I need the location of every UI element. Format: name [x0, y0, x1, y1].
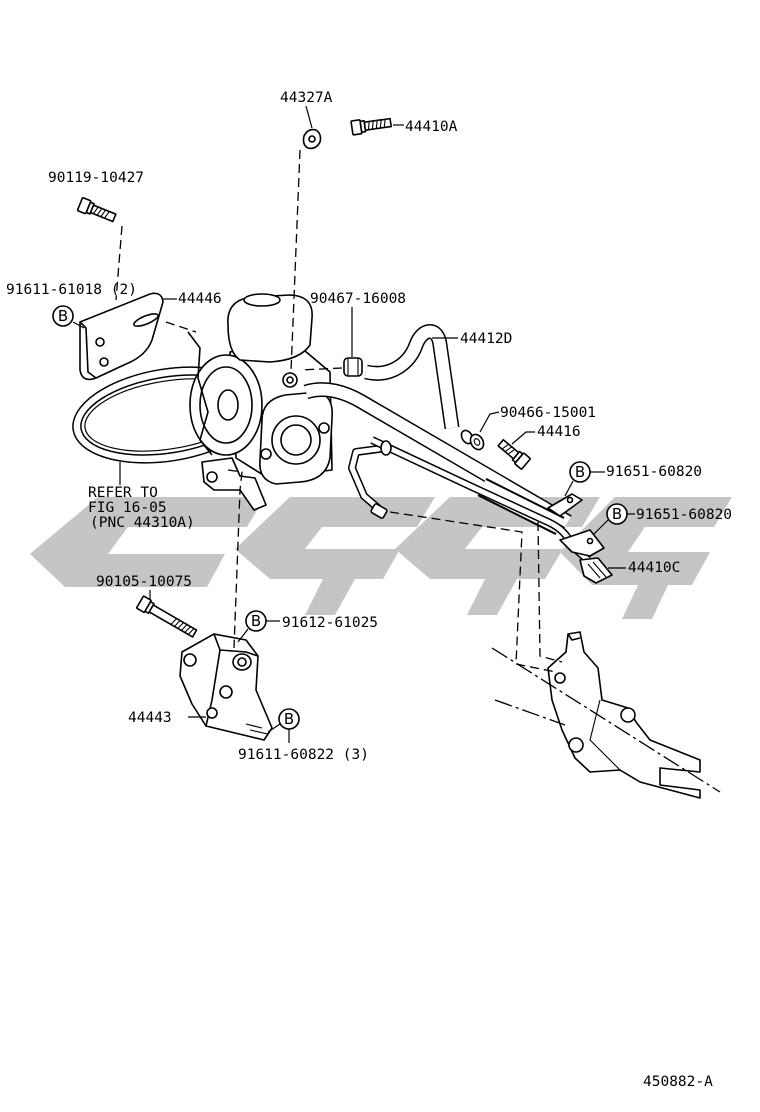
- bolt-90105-10075: [136, 595, 198, 638]
- marker-b-91611-60822: B: [278, 708, 300, 730]
- label-44416: 44416: [537, 424, 581, 440]
- hose-clamp-90467-16008: [343, 357, 363, 377]
- watermark-glyph-1: [30, 497, 265, 587]
- refer-note-line3: (PNC 44310A): [90, 515, 195, 531]
- clamp-91651-60820-lower: [559, 529, 605, 557]
- label-90467-16008: 90467-16008: [310, 291, 406, 307]
- label-91611-60822: 91611-60822 (3): [238, 747, 369, 763]
- label-44443: 44443: [128, 710, 172, 726]
- watermark-glyph-4: [560, 497, 732, 619]
- pump-mounting-foot: [201, 457, 267, 511]
- steering-gear-centerline-2: [494, 699, 566, 726]
- pipe-fittings: [370, 440, 613, 584]
- watermark-glyph-2: [235, 497, 435, 615]
- label-91612-61025: 91612-61025: [282, 615, 378, 631]
- pipe-start-fitting: [380, 440, 392, 456]
- marker-b-letter: B: [58, 307, 68, 325]
- marker-b-letter: B: [612, 505, 622, 523]
- clip-44327a: [302, 128, 322, 150]
- label-90105-10075: 90105-10075: [96, 574, 192, 590]
- gasket-90466-15001: [460, 429, 485, 451]
- refer-note-line2: FIG 16-05: [88, 500, 167, 516]
- pump-front-bracket: [187, 331, 213, 456]
- pump-pulley-groove: [199, 366, 253, 444]
- label-44446: 44446: [178, 291, 222, 307]
- marker-b-letter: B: [575, 463, 585, 481]
- assembly-dashed-lines: [115, 149, 563, 673]
- marker-b-91611-61018: B: [52, 305, 74, 327]
- marker-b-91651-60820-lower: B: [606, 503, 628, 525]
- steering-gear-centerline: [491, 647, 721, 793]
- label-44410c: 44410C: [628, 560, 680, 576]
- power-steering-pump: [187, 293, 334, 511]
- label-91611-61018: 91611-61018 (2): [6, 282, 137, 298]
- bolt-44410a: [350, 117, 392, 136]
- bracket-44446: [79, 292, 164, 381]
- pump-pulley-hub: [217, 389, 239, 421]
- rear-cover-hole-1: [260, 448, 272, 460]
- pump-outlet-fitting: [282, 372, 298, 388]
- marker-b-letter: B: [251, 612, 261, 630]
- steering-gear-housing: [547, 631, 701, 799]
- rear-cover-boss: [271, 415, 321, 465]
- label-90119-10427: 90119-10427: [48, 170, 144, 186]
- pump-outlet-port: [286, 376, 294, 384]
- marker-b-91651-60820-upper: B: [569, 461, 591, 483]
- clamp-91651-60820-upper: [547, 493, 583, 517]
- return-hose-44412d: [364, 324, 460, 430]
- pipe-flare-nut: [370, 503, 388, 519]
- rear-cover-bore: [280, 424, 312, 456]
- label-91651-60820-upper: 91651-60820: [606, 464, 702, 480]
- union-bolt-44416: [497, 438, 531, 470]
- label-leader-lines: [72, 105, 635, 743]
- marker-b-letter: B: [284, 710, 294, 728]
- marker-b-91612-61025: B: [245, 610, 267, 632]
- pump-reservoir: [227, 294, 313, 363]
- bolt-90119-10427: [76, 197, 117, 223]
- rear-cover-hole-2: [318, 422, 330, 434]
- refer-note-line1: REFER TO: [88, 485, 158, 501]
- label-90466-15001: 90466-15001: [500, 405, 596, 421]
- label-91651-60820-lower: 91651-60820: [636, 507, 732, 523]
- figure-number: 450882-A: [643, 1074, 713, 1090]
- label-44410a: 44410A: [405, 119, 458, 135]
- label-44327a: 44327A: [280, 90, 333, 106]
- foot-hole: [206, 471, 218, 483]
- label-44412d: 44412D: [460, 331, 512, 347]
- part-labels: 44327A 44410A 90119-10427 91611-61018 (2…: [6, 90, 732, 1090]
- bracket-44443: [179, 633, 273, 741]
- reservoir-cap: [243, 293, 281, 307]
